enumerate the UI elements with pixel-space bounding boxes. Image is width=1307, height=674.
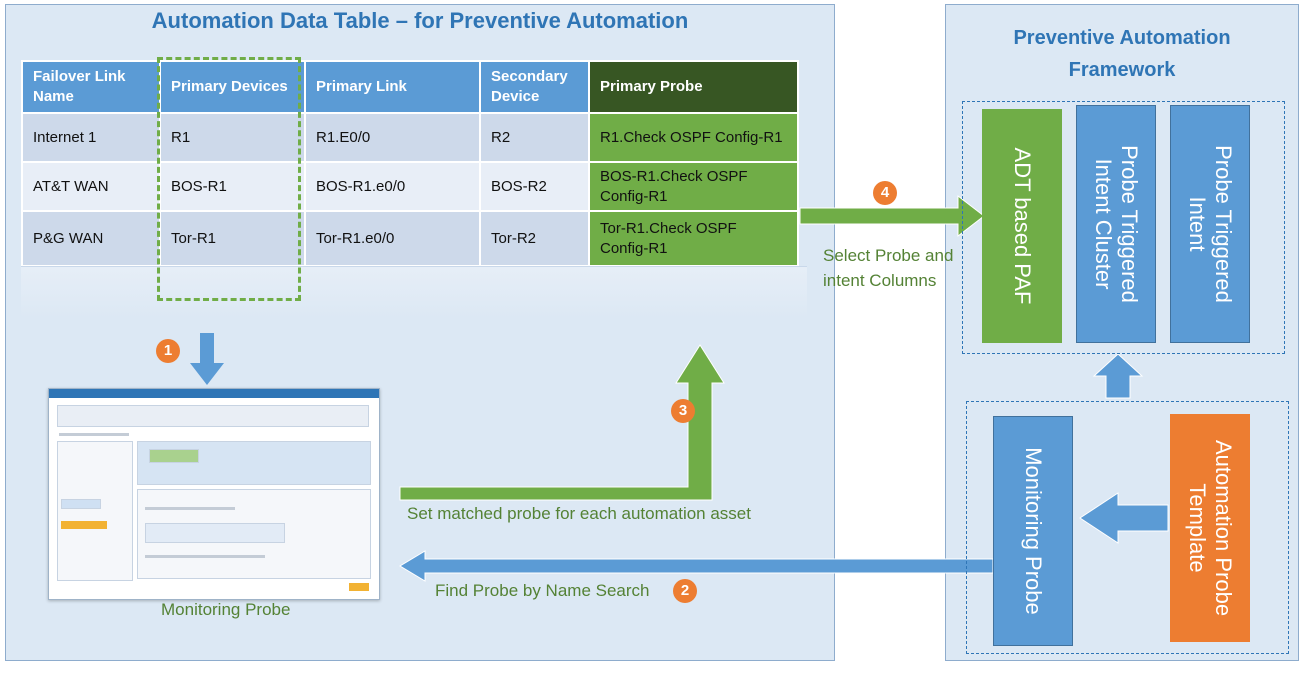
arrow-template-to-monitoring	[1079, 492, 1169, 544]
arrow-up-to-framework	[1092, 353, 1144, 399]
cell-primary-link: R1.E0/0	[304, 112, 481, 163]
cell-primary-link: Tor-R1.e0/0	[304, 210, 481, 267]
monitoring-probe-label: Monitoring Probe	[1021, 447, 1046, 615]
table-row: Internet 1 R1 R1.E0/0 R2 R1.Check OSPF C…	[21, 112, 799, 163]
table-reflection	[21, 266, 807, 319]
cell-primary-link: BOS-R1.e0/0	[304, 161, 481, 212]
header-primary-link: Primary Link	[304, 60, 481, 114]
table-row: AT&T WAN BOS-R1 BOS-R1.e0/0 BOS-R2 BOS-R…	[21, 161, 799, 212]
step-4-badge: 4	[873, 181, 897, 205]
arrow-to-framework	[799, 194, 985, 238]
cell-secondary-device: Tor-R2	[479, 210, 590, 267]
automation-probe-template-box: Automation Probe Template	[1170, 414, 1250, 642]
probe-triggered-intent-box: Probe Triggered Intent	[1170, 105, 1250, 343]
primary-devices-highlight	[157, 57, 301, 301]
cell-primary-device: BOS-R1	[159, 161, 306, 212]
step-2-badge: 2	[673, 579, 697, 603]
cell-secondary-device: R2	[479, 112, 590, 163]
framework-panel-title: Preventive Automation Framework	[945, 22, 1299, 86]
monitoring-probe-box: Monitoring Probe	[993, 416, 1073, 646]
step-1-badge: 1	[156, 339, 180, 363]
automation-data-table: Failover Link Name Primary Devices Prima…	[21, 60, 799, 267]
probe-triggered-intent-cluster-box: Probe Triggered Intent Cluster	[1076, 105, 1156, 343]
cell-secondary-device: BOS-R2	[479, 161, 590, 212]
cell-failover-link: AT&T WAN	[21, 161, 161, 212]
monitoring-probe-screenshot	[48, 388, 380, 600]
framework-title-line1: Preventive Automation	[1013, 27, 1231, 49]
header-primary-probe: Primary Probe	[588, 60, 799, 114]
framework-group-top	[962, 101, 1285, 354]
adt-based-paf-label: ADT based PAF	[1010, 147, 1035, 305]
cell-primary-probe: Tor-R1.Check OSPF Config-R1	[588, 210, 799, 267]
find-probe-label: Find Probe by Name Search	[435, 581, 650, 600]
framework-group-bottom	[966, 401, 1289, 654]
cell-failover-link: P&G WAN	[21, 210, 161, 267]
framework-title-line2: Framework	[1068, 59, 1176, 81]
arrow-down-to-probe	[190, 333, 224, 385]
header-primary-devices: Primary Devices	[159, 60, 306, 114]
cell-failover-link: Internet 1	[21, 112, 161, 163]
cell-primary-device: R1	[159, 112, 306, 163]
adt-based-paf-box: ADT based PAF	[982, 109, 1062, 343]
header-failover-link-name: Failover Link Name	[21, 60, 161, 114]
header-secondary-device: Secondary Device	[479, 60, 590, 114]
probe-triggered-intent-cluster-label: Probe Triggered Intent Cluster	[1091, 145, 1142, 303]
adt-panel-title: Automation Data Table – for Preventive A…	[151, 8, 689, 33]
set-matched-probe-label: Set matched probe for each automation as…	[407, 504, 751, 523]
monitoring-probe-caption: Monitoring Probe	[161, 600, 291, 619]
cell-primary-probe: R1.Check OSPF Config-R1	[588, 112, 799, 163]
select-probe-label: Select Probe and intent Columns	[823, 246, 954, 290]
automation-probe-template-label: Automation Probe Template	[1185, 439, 1236, 617]
probe-triggered-intent-label: Probe Triggered Intent	[1185, 145, 1236, 303]
table-row: P&G WAN Tor-R1 Tor-R1.e0/0 Tor-R2 Tor-R1…	[21, 210, 799, 267]
cell-primary-probe: BOS-R1.Check OSPF Config-R1	[588, 161, 799, 212]
step-3-badge: 3	[671, 399, 695, 423]
arrow-find-probe	[399, 550, 994, 582]
arrow-set-matched-probe	[399, 344, 725, 501]
table-header-row: Failover Link Name Primary Devices Prima…	[21, 60, 799, 114]
cell-primary-device: Tor-R1	[159, 210, 306, 267]
